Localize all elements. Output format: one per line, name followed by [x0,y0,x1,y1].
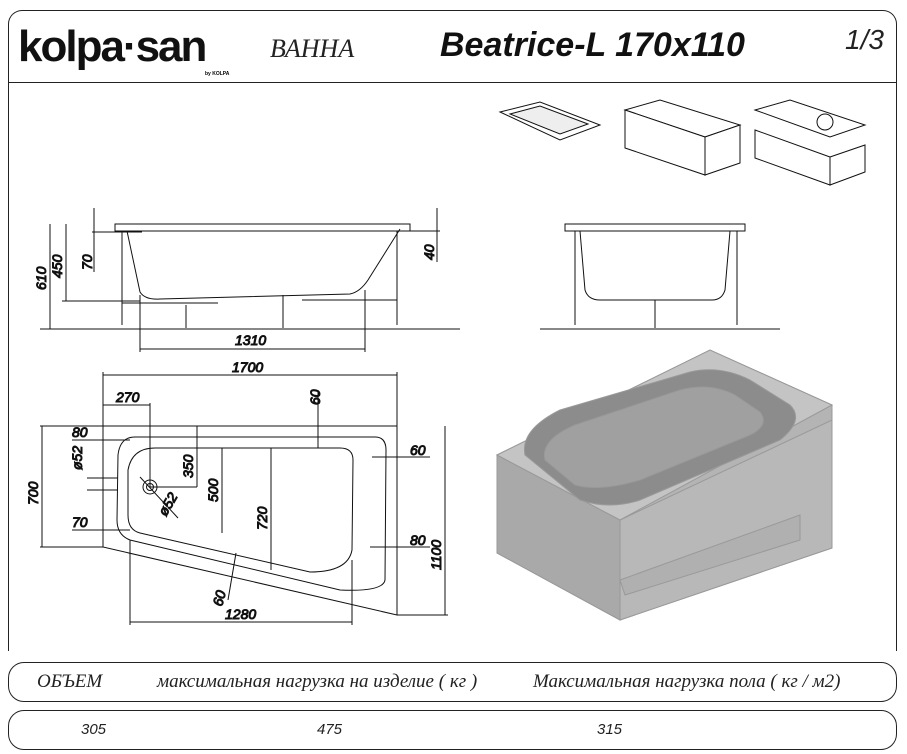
floor-load-header: Максимальная нагрузка пола ( кг / м2) [533,671,841,692]
svg-text:60: 60 [307,389,323,405]
svg-text:1310: 1310 [235,332,266,348]
svg-text:ø52: ø52 [155,489,181,518]
technical-drawings: 610 450 70 40 1310 1700 270 700 [25,99,867,625]
brand-sub: by KOLPA [205,71,230,77]
svg-text:80: 80 [410,532,426,548]
header-divider [8,82,897,83]
model-title: Beatrice-L 170x110 [440,26,745,64]
svg-text:40: 40 [421,244,437,260]
svg-text:1280: 1280 [225,606,256,622]
svg-text:80: 80 [72,424,88,440]
side-view: 610 450 70 40 1310 [33,208,460,352]
svg-text:1100: 1100 [428,540,444,570]
product-type: ВАННА [270,34,355,63]
thumbnail-tub-panel [623,99,742,176]
svg-text:270: 270 [115,389,140,405]
svg-text:450: 450 [49,254,65,278]
bathtub-3d-render [495,349,834,621]
brand-logo: kolpa·san [18,22,207,71]
svg-text:60: 60 [209,588,229,607]
max-load-header: максимальная нагрузка на изделие ( кг ) [157,671,478,692]
max-load-value: 475 [317,721,343,738]
volume-value: 305 [81,721,107,738]
svg-text:500: 500 [205,478,221,502]
svg-text:70: 70 [79,254,95,270]
thumbnail-tub-frame [753,99,867,186]
thumbnail-bare-tub [498,101,602,141]
svg-text:350: 350 [180,454,196,478]
drawing-frame [8,10,897,651]
svg-text:ø52: ø52 [69,446,85,470]
svg-text:610: 610 [33,266,49,290]
specs-header-row: ОБЪЕМ максимальная нагрузка на изделие (… [8,662,897,702]
sheet-number: 1/3 [845,24,884,55]
svg-text:700: 700 [25,481,41,505]
svg-text:1700: 1700 [232,359,263,375]
volume-header: ОБЪЕМ [37,671,103,692]
svg-text:70: 70 [72,514,88,530]
svg-text:60: 60 [410,442,426,458]
specs-values-row: 305 475 315 [8,710,897,750]
svg-text:720: 720 [254,506,270,530]
plan-view: 1700 270 700 1100 1280 720 500 350 60 60… [25,359,448,625]
floor-load-value: 315 [597,721,623,738]
front-view [540,223,780,330]
